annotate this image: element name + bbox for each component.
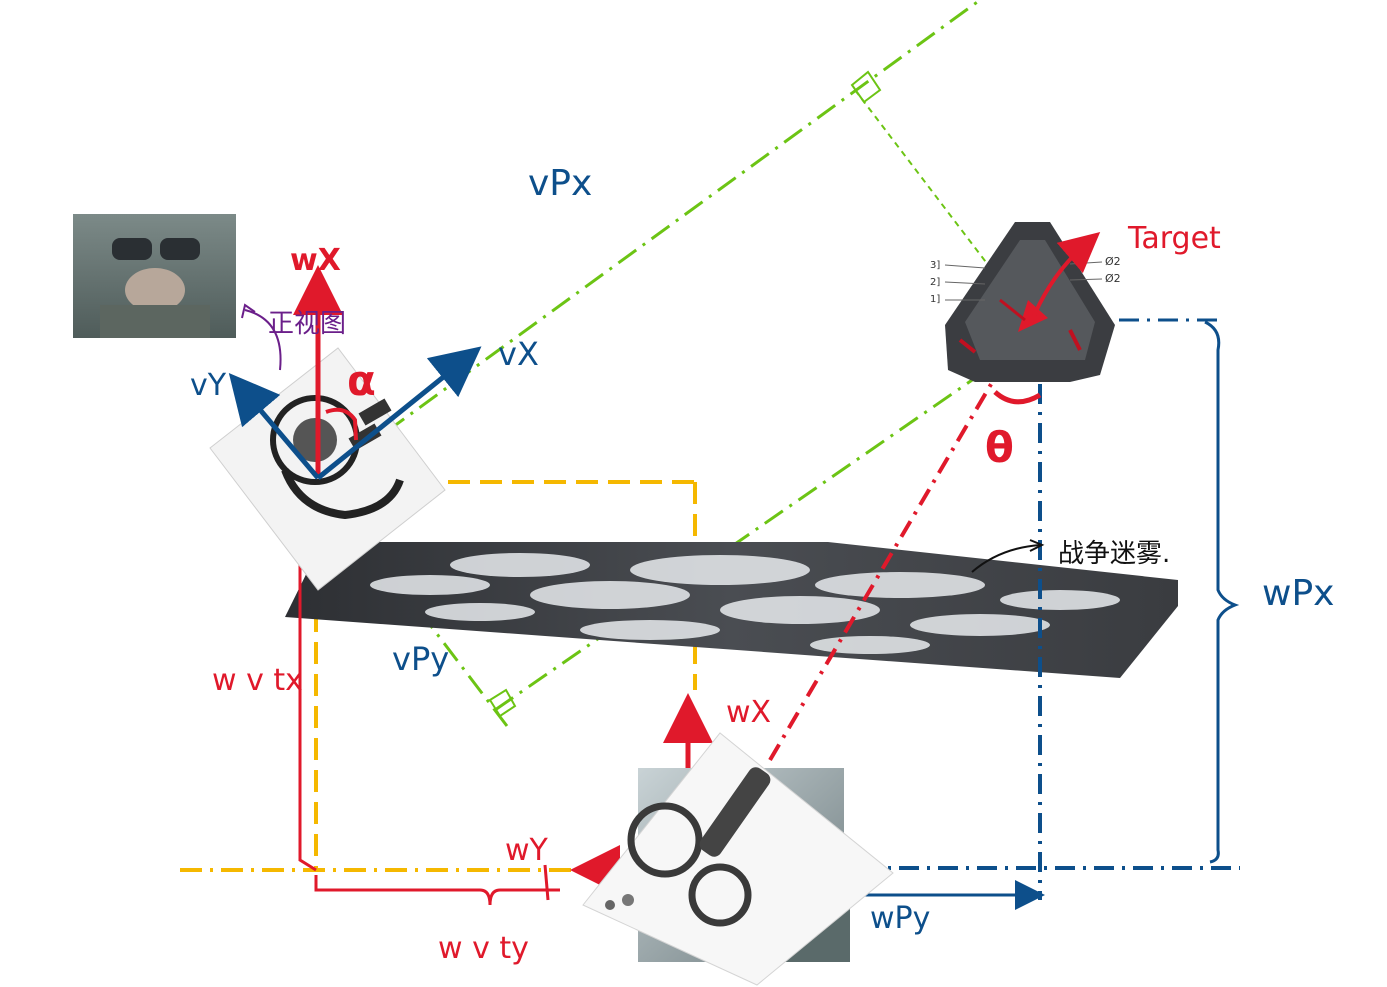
label-view-x: vX [498, 335, 539, 373]
vpx-axis-line [319, 0, 1031, 482]
vty-bracket [314, 864, 560, 906]
wpx-axis-line [1038, 318, 1240, 900]
label-observer-x: wX [290, 243, 341, 278]
label-wpy: wPy [870, 901, 930, 936]
label-theta: θ [985, 423, 1014, 472]
fort-label-2: 2] [930, 277, 940, 288]
fortress-drawing: 3] 2] 1] Ø2 Ø2 [930, 222, 1121, 382]
fort-phi-1: Ø2 [1105, 255, 1121, 268]
label-front-view: 正视图 [268, 309, 346, 339]
label-wy-cannon: wY [505, 833, 549, 868]
fort-label-1: 1] [930, 294, 940, 305]
cannon-image [582, 732, 894, 986]
fog-plane [285, 542, 1178, 678]
observer-axes [228, 265, 482, 480]
red-target-line [768, 333, 1022, 762]
label-vpy: vPy [392, 640, 449, 678]
label-wpx: wPx [1262, 573, 1334, 614]
label-vpx: vPx [528, 163, 592, 204]
fort-label-3: 3] [930, 260, 940, 271]
label-target: Target [1127, 221, 1221, 256]
observer-photo [73, 214, 236, 338]
label-vtx: w v tx [212, 663, 303, 698]
label-fog: 战争迷雾. [1058, 539, 1170, 569]
target-arrow [993, 231, 1101, 405]
label-observer-y: vY [190, 368, 227, 403]
label-wx-cannon: wX [726, 695, 771, 730]
wpy-axis-line [860, 866, 1240, 910]
fog-pointer [971, 539, 1045, 573]
label-vty: w v ty [438, 931, 529, 966]
label-alpha: α [347, 356, 376, 405]
fort-phi-2: Ø2 [1105, 272, 1121, 285]
